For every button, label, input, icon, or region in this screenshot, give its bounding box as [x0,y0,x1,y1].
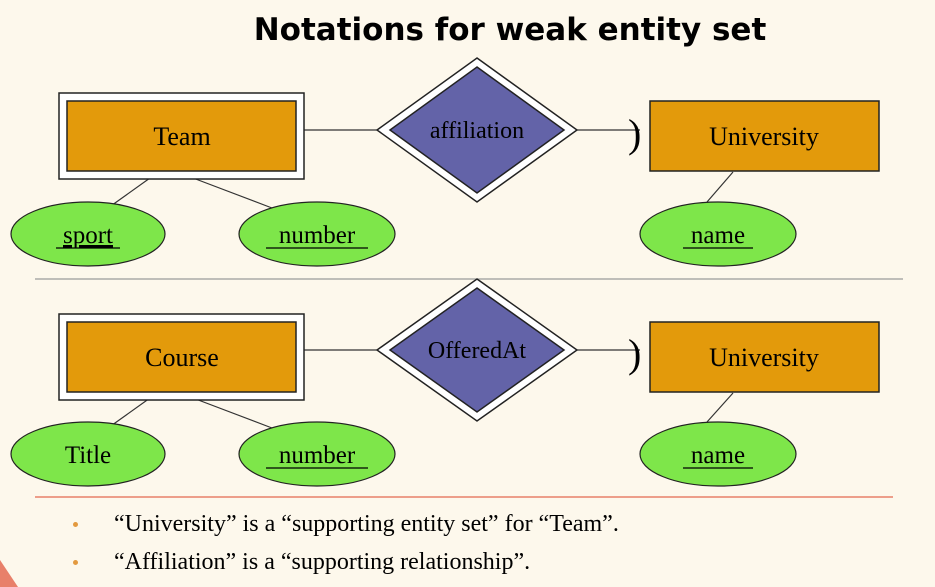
bullet-item: “University” is a “supporting entity set… [62,506,922,544]
attribute-number-label: number [279,442,356,469]
attribute-number: number [238,421,396,487]
entity-university-top: University [649,100,880,172]
weak-entity-team-label: Team [153,122,210,151]
edge-team-sport [107,177,151,209]
attribute-name: name [639,201,797,267]
attribute-number-label: number [279,222,356,249]
edge-university-name [706,171,734,203]
bullet-dot-icon [73,560,78,565]
attribute-sport: sport [10,201,166,267]
weak-entity-course-label: Course [145,343,219,372]
attribute-title: Title [10,421,166,487]
diagram-top: ) Team affiliation University [10,57,880,267]
weak-entity-course: Course [58,313,305,401]
entity-university-bottom: University [649,321,880,393]
edge-team-number [192,177,273,209]
corner-decoration [0,560,18,587]
attribute-title-label: Title [65,442,111,469]
round-arrow-icon: ) [628,331,641,376]
bullet-text: “Affiliation” is a “supporting relations… [114,549,531,575]
relationship-affiliation-label: affiliation [430,118,524,144]
relationship-offeredat-label: OfferedAt [428,338,527,364]
bullet-list: “University” is a “supporting entity set… [62,506,922,582]
attribute-sport-label: sport [63,222,113,249]
entity-university-label: University [709,122,819,151]
diagram-bottom: ) Course OfferedAt University Title [10,278,880,487]
attribute-number: number [238,201,396,267]
attribute-name-label: name [691,222,745,249]
slide-title: Notations for weak entity set [253,12,767,48]
bullet-item: “Affiliation” is a “supporting relations… [62,544,922,582]
weak-entity-team: Team [58,92,305,180]
round-arrow-icon: ) [628,111,641,156]
attribute-name-label: name [691,442,745,469]
bullet-dot-icon [73,522,78,527]
edge-course-number [192,397,273,429]
attribute-name: name [639,421,797,487]
relationship-affiliation: affiliation [375,57,579,203]
relationship-offeredat: OfferedAt [375,278,579,422]
edge-course-title [107,397,151,429]
bullet-text: “University” is a “supporting entity set… [114,511,619,537]
entity-university-label: University [709,343,819,372]
edge-university-name [706,392,734,423]
